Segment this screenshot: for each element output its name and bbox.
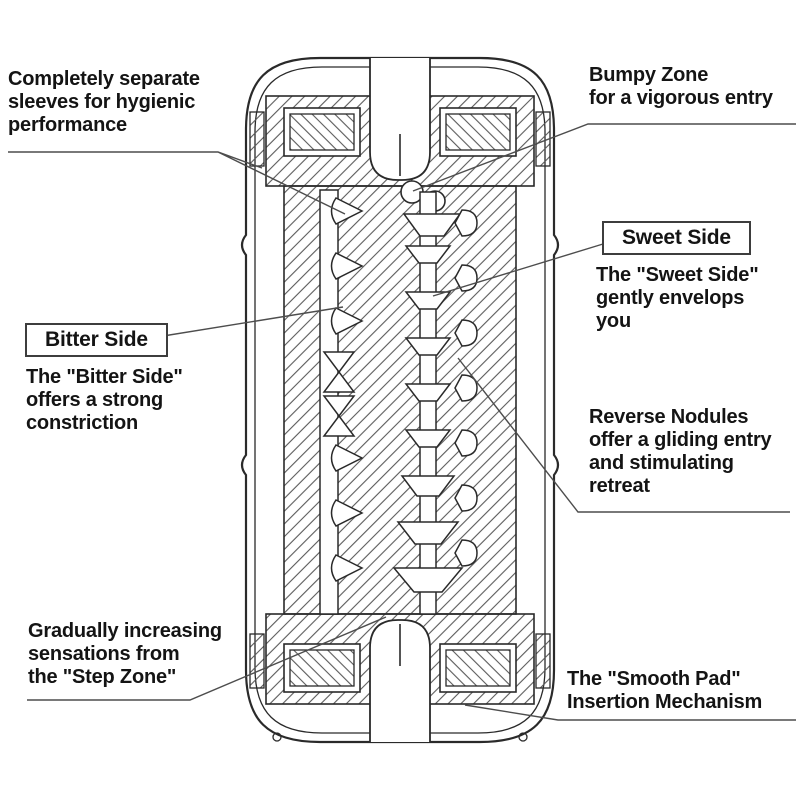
step-zone-constriction [322, 395, 356, 437]
label-bitter-side-desc: The "Bitter Side" offers a strong constr… [26, 366, 183, 435]
sweet-cone-disc [396, 521, 460, 545]
label-line: gently envelops [596, 287, 745, 309]
leader-bumpy-zone [412, 123, 796, 192]
bitter-side-box-label: Bitter Side [25, 323, 168, 357]
leader-bitter-side [156, 306, 344, 338]
top-seal-core-left [289, 113, 355, 151]
label-line: sensations from [28, 643, 180, 665]
step-zone-constriction [322, 351, 356, 393]
leader-step-zone [27, 616, 387, 701]
shell-corner-fittings [249, 111, 551, 689]
bottom-seal-core-right [445, 649, 511, 687]
base-foot-hole-left [272, 732, 282, 742]
label-line: offer a gliding entry [589, 429, 772, 451]
label-line: sleeves for hygienic [8, 91, 196, 113]
bitter-side-channel [319, 189, 363, 615]
label-line: performance [8, 114, 127, 136]
top-seal-core-right [445, 113, 511, 151]
label-line: for a vigorous entry [589, 87, 773, 109]
label-line: Insertion Mechanism [567, 691, 763, 713]
base-foot-hole-right [518, 732, 528, 742]
outer-shell [240, 56, 560, 744]
label-line: you [596, 310, 631, 332]
bottom-cap-assembly [265, 613, 535, 742]
label-line: retreat [589, 475, 650, 497]
label-bumpy-zone: Bumpy Zone for a vigorous entry [589, 64, 773, 110]
leader-lines [8, 123, 796, 721]
bottom-center-slot-smooth-pad [369, 619, 431, 742]
sweet-cone-disc [392, 567, 464, 593]
label-line: The "Smooth Pad" [567, 668, 741, 690]
shell-inner-line [254, 66, 546, 734]
label-line: offers a strong [26, 389, 164, 411]
label-step-zone: Gradually increasing sensations from the… [28, 620, 222, 689]
label-sweet-side-desc: The "Sweet Side" gently envelops you [596, 264, 759, 333]
label-line: the "Step Zone" [28, 666, 177, 688]
sweet-side-channel [392, 191, 478, 615]
label-line: The "Bitter Side" [26, 366, 183, 388]
label-line: and stimulating [589, 452, 734, 474]
fitting-bottom-right [535, 633, 551, 689]
sweet-side-box-label: Sweet Side [602, 221, 751, 255]
fitting-top-left [249, 111, 265, 167]
bottom-seal-core-left [289, 649, 355, 687]
label-separate-sleeves: Completely separate sleeves for hygienic… [8, 68, 200, 137]
shell-outer-line [240, 56, 560, 744]
top-cap-assembly [265, 58, 535, 187]
leader-separate-sleeves [8, 151, 346, 215]
label-reverse-nodules: Reverse Nodules offer a gliding entry an… [589, 406, 772, 498]
top-center-slot [369, 58, 431, 181]
sweet-entry-funnel [402, 213, 462, 237]
leader-sweet-side [432, 243, 604, 297]
label-line: The "Sweet Side" [596, 264, 759, 286]
fitting-bottom-left [249, 633, 265, 689]
label-line: Completely separate [8, 68, 200, 90]
label-smooth-pad: The "Smooth Pad" Insertion Mechanism [567, 668, 762, 714]
label-line: Bumpy Zone [589, 64, 709, 86]
label-line: Gradually increasing [28, 620, 222, 642]
label-line: Reverse Nodules [589, 406, 749, 428]
leader-smooth-pad [464, 704, 796, 721]
leader-reverse-nodules [457, 357, 790, 513]
label-line: constriction [26, 412, 139, 434]
sweet-cone-disc [400, 475, 456, 497]
sleeve-interior [283, 185, 517, 615]
